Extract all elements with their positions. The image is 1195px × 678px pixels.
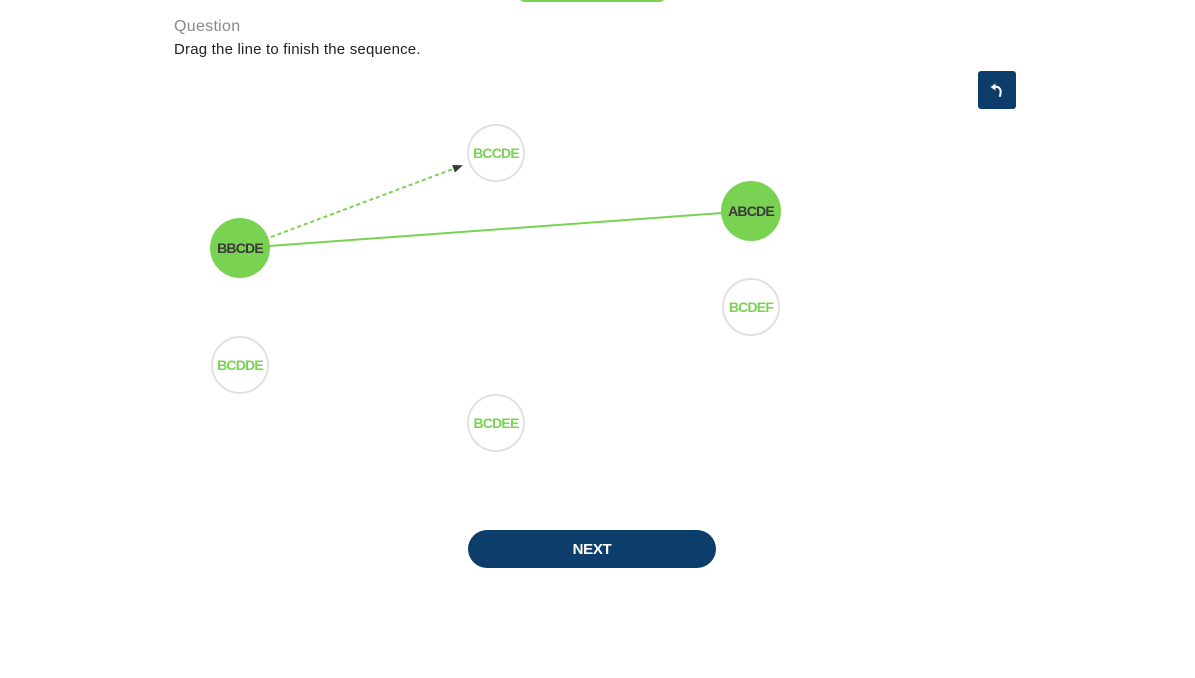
sequence-node[interactable]: ABCDE bbox=[721, 181, 781, 241]
undo-icon bbox=[990, 83, 1002, 97]
sequence-node-label: ABCDE bbox=[728, 203, 774, 219]
sequence-node[interactable]: BCDDE bbox=[211, 336, 269, 394]
sequence-node[interactable]: BBCDE bbox=[210, 218, 270, 278]
sequence-node-label: BCDEE bbox=[473, 415, 518, 431]
sequence-node[interactable]: BCDEF bbox=[722, 278, 780, 336]
sequence-node-label: BCCDE bbox=[473, 145, 519, 161]
question-label: Question bbox=[174, 18, 241, 35]
question-prompt: Drag the line to finish the sequence. bbox=[174, 41, 421, 58]
next-button[interactable]: NEXT bbox=[468, 530, 716, 568]
drag-line-bbcde-bccde[interactable] bbox=[270, 165, 463, 238]
connection-line-abcde-bbcde bbox=[268, 212, 723, 247]
sequence-node[interactable]: BCCDE bbox=[467, 124, 525, 182]
sequence-node-label: BBCDE bbox=[217, 240, 263, 256]
sequence-node-label: BCDEF bbox=[729, 299, 774, 315]
undo-button[interactable] bbox=[978, 71, 1016, 109]
sequence-node[interactable]: BCDEE bbox=[467, 394, 525, 452]
sequence-node-label: BCDDE bbox=[217, 357, 263, 373]
